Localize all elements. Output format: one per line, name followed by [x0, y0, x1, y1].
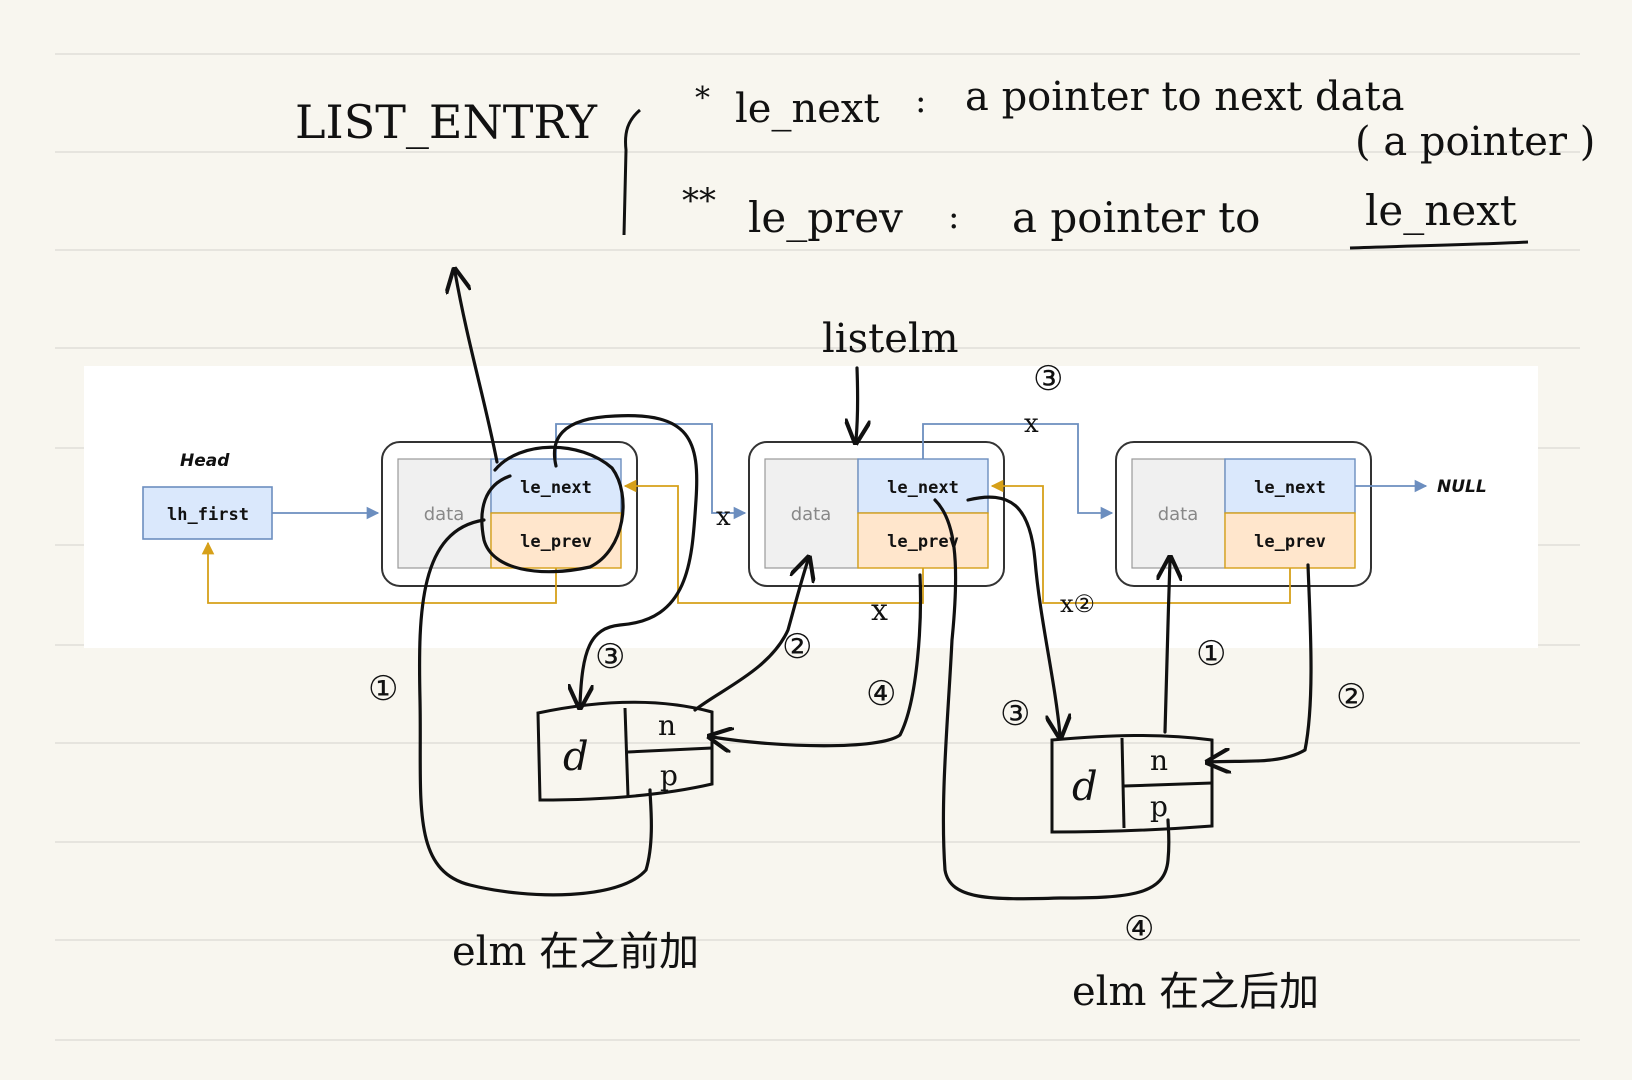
left-step4-arrow	[712, 573, 923, 746]
def-prev-target-underline	[1349, 240, 1529, 250]
right-step4-curve	[933, 498, 1171, 901]
def-prev-target: le_next	[1365, 186, 1517, 235]
x-mark-node1-next: x	[716, 502, 731, 532]
new-elm-frame	[1050, 733, 1214, 834]
listelm-label: listelm	[822, 316, 959, 362]
prev-pointer-edges	[201, 479, 1291, 604]
list-entry-definition: LIST_ENTRY * le_next : a pointer to next…	[295, 74, 1595, 250]
new-elm-p: p	[1150, 790, 1168, 823]
node-next-label: le_next	[1254, 478, 1326, 498]
listelm-pointer-arrow	[856, 366, 858, 440]
new-elm-before: d n p	[536, 700, 714, 802]
step4-right: ④	[1124, 909, 1154, 949]
x2-mark: x②	[1060, 590, 1095, 618]
node2-next-to-node3-edge	[922, 423, 1114, 520]
list-node-1: data le_next le_prev	[381, 441, 638, 587]
step3-left: ③	[595, 637, 625, 677]
node-data-cell	[397, 458, 492, 569]
node-next-cell	[857, 458, 989, 514]
right-step1-arrow	[1165, 560, 1170, 734]
def-next-field: le_next	[735, 86, 880, 132]
def-prev-field: le_prev	[748, 193, 903, 242]
node1-prev-to-lh-first-edge	[201, 541, 557, 604]
new-elm-d: d	[563, 734, 589, 780]
step1-right: ①	[1196, 634, 1226, 674]
step3-right: ③	[1000, 694, 1030, 734]
node-prev-label: le_prev	[1254, 532, 1326, 552]
def-prev-marker: **	[682, 181, 716, 221]
left-step2-arrow	[693, 560, 808, 712]
node-prev-cell	[857, 512, 989, 569]
step1-left: ①	[368, 669, 398, 709]
right-step3-arrow	[966, 495, 1060, 735]
node1-next-to-node2-edge	[555, 423, 747, 520]
right-step2-arrow	[1210, 563, 1313, 762]
def-next-colon: :	[915, 81, 926, 121]
left-step1-curve	[417, 518, 653, 897]
node-data-label: data	[791, 504, 832, 525]
new-elm-n: n	[1150, 744, 1168, 777]
node-data-cell	[1131, 458, 1226, 569]
list-entry-title: LIST_ENTRY	[295, 95, 598, 149]
node-next-cell	[490, 458, 622, 514]
handwritten-labels: listelm ③ x x x x② ① ③ ② ④ ③ ① ② ④ elm 在…	[368, 316, 1366, 1015]
null-label: NULL	[1437, 477, 1487, 497]
new-elm-n: n	[658, 709, 676, 742]
def-next-desc: a pointer to next data	[965, 74, 1404, 120]
list-head: Head lh_first	[142, 451, 273, 540]
node-next-label: le_next	[520, 478, 592, 498]
caption-insert-after: elm 在之后加	[1072, 969, 1319, 1015]
x-mark-node2-prev: x	[871, 593, 888, 628]
new-elm-d: d	[1072, 764, 1098, 810]
list-node-3: data le_next le_prev	[1115, 441, 1372, 587]
node-prev-label: le_prev	[887, 532, 959, 552]
lh-first-label: lh_first	[167, 505, 249, 525]
left-step3-arrow	[552, 414, 699, 705]
node-prev-label: le_prev	[520, 532, 592, 552]
def-prev-colon: :	[948, 197, 959, 237]
node-data-label: data	[424, 504, 465, 525]
arrow-up-from-node1	[455, 272, 499, 464]
definition-brace	[622, 108, 641, 236]
step2-left: ②	[782, 627, 812, 667]
lh-first-box	[142, 486, 273, 540]
list-node-2: data le_next le_prev	[748, 441, 1005, 587]
next-pointer-edges	[272, 423, 1428, 520]
node3-prev-to-node2-next-edge	[990, 479, 1291, 604]
circle-around-node1-next	[480, 445, 625, 574]
head-label: Head	[180, 451, 230, 471]
def-next-marker: *	[695, 81, 710, 116]
def-next-desc2: ( a pointer )	[1355, 119, 1595, 165]
step2-right: ②	[1336, 677, 1366, 717]
x-mark-top: x	[1024, 409, 1039, 439]
node2-prev-to-node1-next-edge	[623, 479, 924, 604]
node-data-label: data	[1158, 504, 1199, 525]
new-elm-p: p	[660, 759, 678, 792]
def-prev-desc: a pointer to	[1012, 193, 1260, 242]
new-elm-after: d n p	[1050, 733, 1214, 834]
new-elm-frame	[536, 700, 714, 802]
step3-top: ③	[1033, 359, 1063, 399]
node-data-cell	[764, 458, 859, 569]
node-next-label: le_next	[887, 478, 959, 498]
step4-left: ④	[866, 674, 896, 714]
caption-insert-before: elm 在之前加	[452, 929, 699, 975]
handwritten-arrows	[417, 272, 1313, 901]
